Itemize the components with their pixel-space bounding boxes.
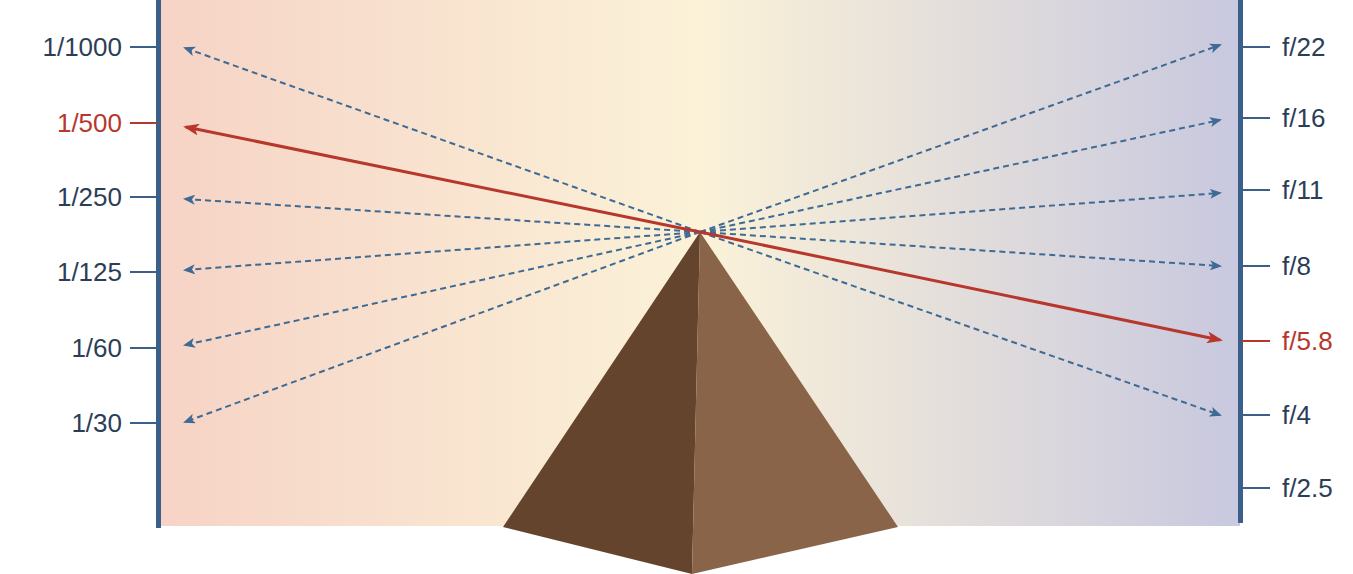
- aperture-label: f/8: [1282, 250, 1311, 282]
- aperture-label: f/2.5: [1282, 472, 1333, 504]
- aperture-label: f/16: [1282, 102, 1325, 134]
- aperture-label: f/5.8: [1282, 325, 1333, 357]
- shutter-speed-label: 1/30: [71, 407, 122, 439]
- shutter-speed-label: 1/500: [57, 107, 122, 139]
- shutter-speed-label: 1/250: [57, 181, 122, 213]
- left-scale-bar: [156, 0, 161, 528]
- red-arrows: [186, 127, 1220, 340]
- shutter-speed-label: 1/1000: [42, 31, 122, 63]
- right-scale-bar: [1238, 0, 1243, 523]
- shutter-speed-label: 1/60: [71, 332, 122, 364]
- shutter-speed-label: 1/125: [57, 256, 122, 288]
- aperture-label: f/22: [1282, 31, 1325, 63]
- pyramid-right-face: [692, 232, 898, 574]
- aperture-label: f/4: [1282, 399, 1311, 431]
- scale-ticks: [130, 47, 1270, 488]
- dashed-arrows: [185, 45, 1220, 422]
- aperture-label: f/11: [1282, 174, 1323, 206]
- pyramid-left-face: [503, 232, 700, 574]
